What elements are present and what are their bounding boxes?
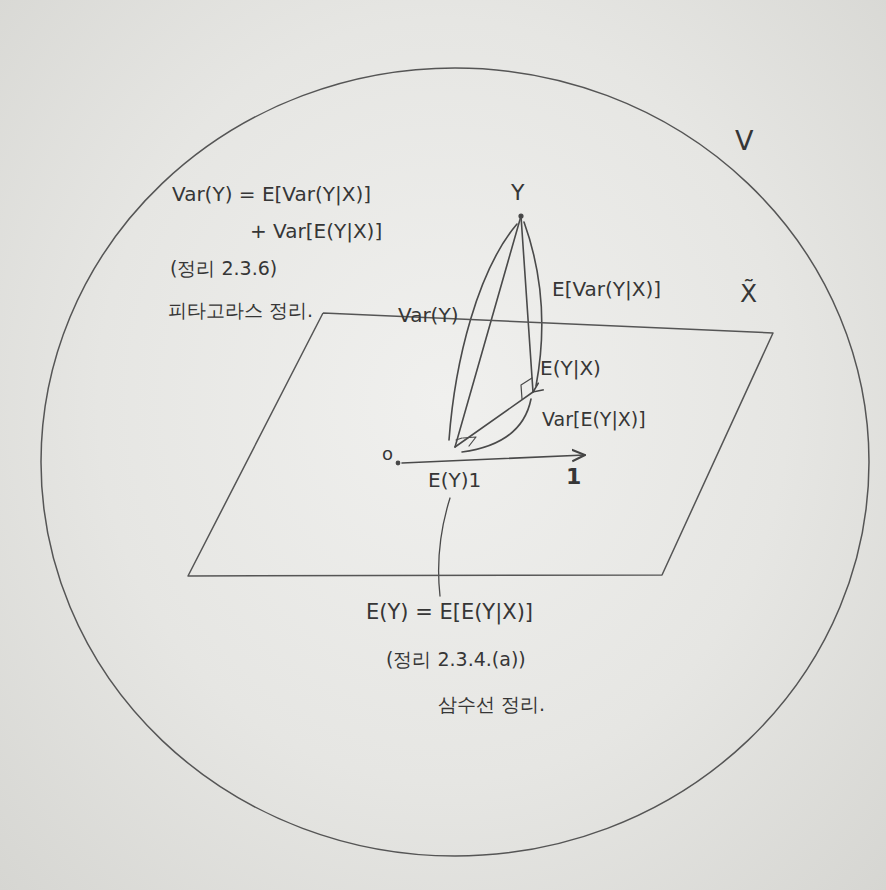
- label-anchor: o: [382, 443, 393, 465]
- label-anchor: 삼수선 정리.: [438, 693, 545, 716]
- math-label: E[Var(Y|X)]: [552, 277, 661, 301]
- right-angle-mark: [521, 378, 532, 399]
- subspace-plane: X̃: [188, 313, 773, 576]
- math-label: 피타고라스 정리.: [168, 299, 313, 321]
- math-label: Var(Y): [398, 303, 458, 327]
- label-anchor: E(Y|X): [540, 356, 601, 380]
- region-name: V: [735, 125, 753, 156]
- label-anchor: (정리 2.3.6): [170, 257, 277, 280]
- label-anchor: E(Y) = E[E(Y|X)]: [366, 600, 533, 625]
- label-anchor: Y: [511, 180, 524, 206]
- point-y: [519, 214, 523, 218]
- vector-space-circle-outline: [40, 67, 870, 857]
- label-anchor: Var[E(Y|X)]: [542, 408, 646, 431]
- right-angle-mark: [463, 437, 476, 446]
- length-brace: [524, 222, 542, 386]
- label-anchor: Var(Y): [398, 303, 458, 327]
- label-anchor: Var(Y) = E[Var(Y|X)]: [172, 182, 371, 206]
- projection-line: [455, 392, 533, 447]
- math-label: (정리 2.3.4.(a)): [386, 648, 526, 670]
- math-label: 1: [566, 464, 581, 489]
- right-angle-mark: [456, 438, 462, 440]
- label-anchor: E[Var(Y|X)]: [552, 277, 661, 301]
- unit-vector: [402, 455, 585, 463]
- math-label: Var(Y) = E[Var(Y|X)]: [172, 182, 371, 206]
- deviation-line: [455, 216, 521, 447]
- math-label: Y: [511, 180, 524, 205]
- origin-dot: [396, 461, 399, 464]
- length-brace: [449, 224, 517, 440]
- math-label: E(Y|X): [540, 356, 601, 380]
- math-label: E(Y) = E[E(Y|X)]: [366, 600, 533, 624]
- math-label: + Var[E(Y|X)]: [250, 219, 382, 243]
- math-label: (정리 2.3.6): [170, 257, 277, 279]
- node-text-anchor: X̃: [740, 279, 757, 309]
- label-anchor: (정리 2.3.4.(a)): [386, 648, 526, 671]
- math-label: 삼수선 정리.: [438, 693, 545, 715]
- vector-space-circle: V X̃: [40, 67, 870, 857]
- leader-line: [438, 498, 450, 596]
- region-name: X̃: [740, 279, 757, 308]
- length-brace: [462, 399, 531, 452]
- math-label: o: [382, 443, 393, 464]
- plane-outline: [188, 313, 773, 576]
- math-label: Var[E(Y|X)]: [542, 408, 646, 430]
- label-anchor: E(Y)1: [428, 468, 481, 492]
- label-anchor: 피타고라스 정리.: [168, 299, 313, 322]
- circle-outline: [41, 68, 869, 856]
- label-anchor: 1: [566, 464, 581, 490]
- label-anchor: + Var[E(Y|X)]: [250, 219, 382, 243]
- subspace-plane-outline: [188, 313, 773, 576]
- node-text-anchor: V: [735, 125, 753, 157]
- math-label: E(Y)1: [428, 468, 481, 492]
